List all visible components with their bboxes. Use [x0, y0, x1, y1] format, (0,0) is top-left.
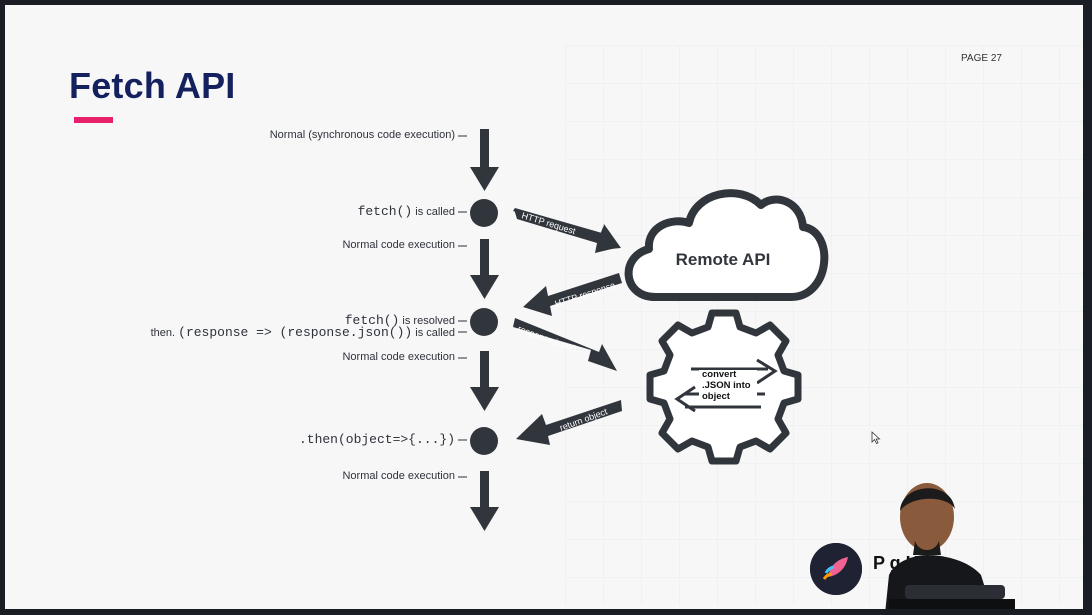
down-arrow-icon	[470, 239, 499, 299]
label-normal-exec-2: Normal code execution	[342, 351, 455, 363]
fetch-resolved-code: fetch()	[344, 313, 400, 328]
label-then-object: .then(object=>{...})	[299, 432, 455, 447]
event-node-then-object	[470, 427, 498, 455]
response-json-arrow: response.json()	[513, 318, 617, 371]
background-grid	[565, 45, 1083, 605]
fetch-called-text: is called	[415, 206, 455, 218]
down-arrow-icon	[470, 351, 499, 411]
label-normal-exec-3: Normal code execution	[342, 470, 455, 482]
convert-line2: .JSON into	[702, 380, 751, 391]
title-accent-bar	[74, 117, 113, 123]
slide-title: Fetch API	[69, 65, 236, 106]
fetch-flow-diagram: HTTP request HTTP response response.json…	[458, 129, 881, 531]
event-node-fetch-resolved	[470, 308, 498, 336]
fetch-called-code: fetch()	[357, 204, 413, 219]
http-request-arrow: HTTP request	[513, 208, 621, 253]
remote-api-label: Remote API	[676, 250, 771, 269]
convert-line1: convert	[702, 369, 737, 380]
logo-icon	[810, 543, 862, 595]
fetch-resolved-text: is resolved	[402, 315, 455, 327]
response-json-label: response.json()	[516, 323, 578, 354]
page-number: PAGE 27	[961, 53, 1002, 64]
http-response-arrow: HTTP response	[523, 273, 622, 316]
then-text: is called	[415, 327, 455, 339]
down-arrow-icon	[470, 471, 499, 531]
presenter-webcam	[885, 475, 1015, 609]
then-code: (response => (response.json())	[178, 325, 413, 340]
label-normal-exec-1: Normal code execution	[342, 239, 455, 251]
label-normal-sync: Normal (synchronous code execution)	[269, 129, 455, 141]
down-arrow-icon	[470, 129, 499, 191]
slide: Fetch API PAGE 27	[5, 5, 1083, 609]
event-node-fetch-called	[470, 199, 498, 227]
then-object-code: .then(object=>{...})	[298, 432, 455, 447]
cloud-icon: Remote API	[624, 189, 829, 301]
return-object-arrow: return object	[516, 400, 622, 445]
label-fetch-called: fetch() is called	[358, 204, 455, 219]
label-fetch-resolved: fetch() is resolved	[345, 313, 455, 328]
cursor-icon	[871, 431, 881, 445]
convert-label-bg	[699, 370, 757, 402]
convert-line3: object	[702, 391, 731, 402]
label-dashes	[458, 135, 467, 478]
bidirectional-arrow-icon	[674, 358, 778, 413]
label-then-response: then. (response => (response.json()) is …	[151, 325, 455, 340]
http-request-label: HTTP request	[520, 210, 577, 236]
then-prefix: then.	[150, 327, 176, 339]
